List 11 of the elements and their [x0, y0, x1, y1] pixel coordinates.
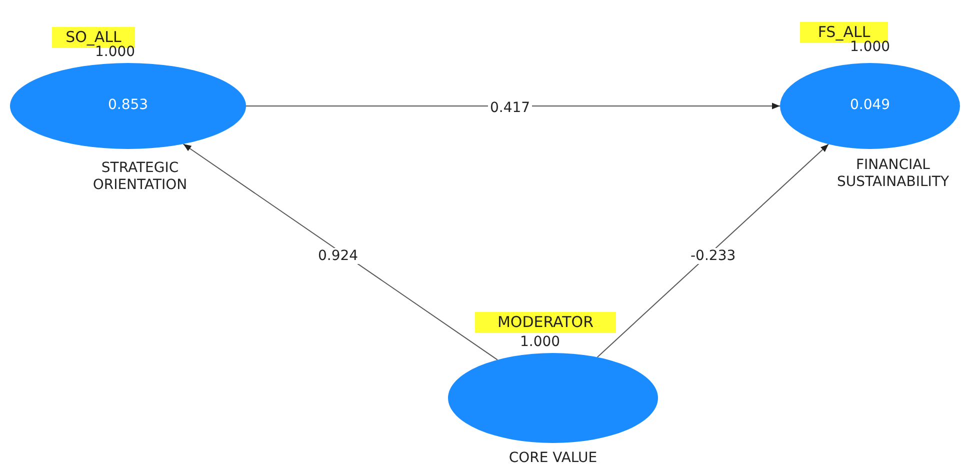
value-label: 1.000 — [520, 334, 560, 351]
arrow — [596, 144, 830, 358]
arrow — [246, 102, 780, 110]
construct-name: CORE VALUE — [508, 450, 598, 466]
arrow — [182, 144, 498, 360]
construct-name: FINANCIAL SUSTAINABILITY — [836, 157, 950, 191]
construct-tag: MODERATOR — [475, 312, 616, 333]
edge-label: 0.924 — [316, 248, 360, 264]
construct-name: STRATEGIC ORIENTATION — [92, 160, 188, 194]
r-squared-value: 0.853 — [108, 97, 148, 114]
r-squared-value: 0.049 — [850, 97, 890, 114]
